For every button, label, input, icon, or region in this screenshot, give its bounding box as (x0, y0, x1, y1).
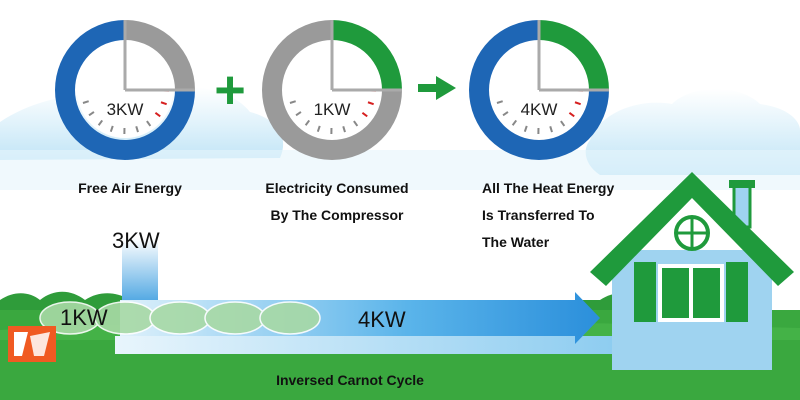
label-heat-3: The Water (482, 234, 550, 250)
gauge-segment-quarter (539, 20, 609, 90)
shutters (634, 262, 748, 322)
flow-left-label: 1KW (60, 305, 108, 330)
gauge-tick (342, 126, 346, 133)
gauge-tick (549, 126, 553, 133)
gauge-tick (88, 111, 95, 117)
gauge-tick (568, 111, 575, 118)
gauge-tick (496, 100, 503, 104)
gauge-tick (511, 119, 518, 126)
label-electricity-2: By The Compressor (270, 207, 404, 223)
gauge-heat (468, 20, 609, 160)
input-column (122, 238, 158, 308)
gauge-segment-quarter (332, 20, 402, 90)
gauge-tick (160, 101, 167, 106)
cycle-caption: Inversed Carnot Cycle (276, 372, 424, 388)
pipe-beads (39, 301, 321, 335)
gauge-tick (304, 119, 311, 126)
label-electricity-1: Electricity Consumed (265, 180, 409, 196)
label-free-air: Free Air Energy (78, 180, 182, 196)
flow-input-label: 3KW (112, 228, 160, 253)
gauge-tick (574, 101, 581, 106)
gauge-tick (361, 111, 368, 118)
gauge-tick (135, 126, 139, 133)
flow-output-label: 4KW (358, 307, 406, 332)
gauge-tick (367, 101, 374, 106)
gauge-heat-value: 4KW (520, 100, 558, 119)
gauge-tick (82, 100, 89, 104)
gauge-free-air (55, 20, 196, 160)
house-roof (590, 172, 794, 286)
plus-symbol: + (214, 60, 246, 120)
gauge-tick (109, 125, 114, 132)
gauge-tick (523, 125, 528, 132)
gauge-tick (295, 111, 302, 117)
gauge-tick (289, 100, 296, 104)
gauge-electricity (261, 20, 402, 160)
gauge-tick (502, 111, 509, 117)
gauge-segment-quarter (125, 20, 195, 90)
gauge-tick (353, 120, 359, 127)
arrow-icon (418, 76, 456, 100)
gauge-tick (97, 119, 104, 126)
house (590, 172, 794, 370)
gauge-tick (560, 120, 566, 127)
gauge-tick (146, 120, 152, 127)
pipe-bottom (115, 336, 625, 354)
brand-logo (8, 326, 56, 362)
label-heat-1: All The Heat Energy (482, 180, 615, 196)
label-heat-2: Is Transferred To (482, 207, 595, 223)
gauge-electricity-value: 1KW (313, 100, 351, 119)
gauge-free-air-value: 3KW (106, 100, 144, 119)
gauge-tick (154, 111, 161, 118)
gauge-tick (316, 125, 321, 132)
